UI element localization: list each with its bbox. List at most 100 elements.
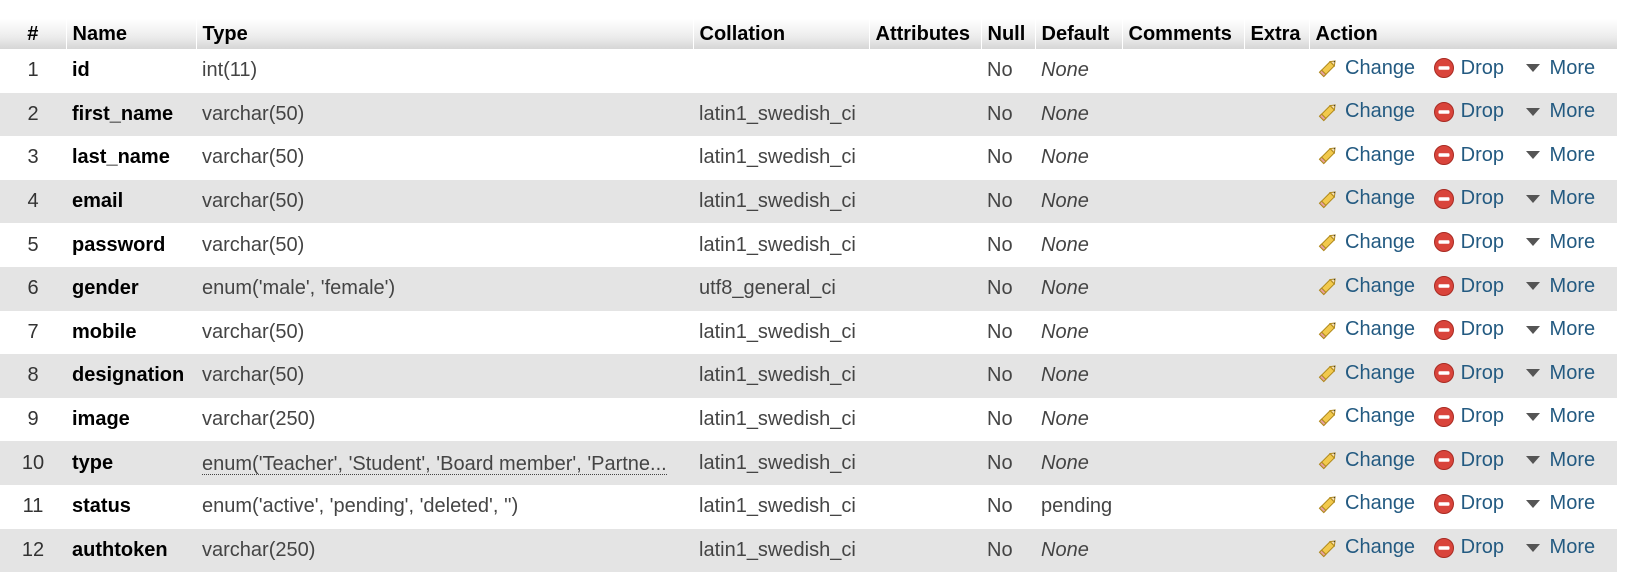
change-link[interactable]: Change [1317,275,1415,298]
change-link[interactable]: Change [1317,231,1415,254]
table-row[interactable]: 9 image varchar(250) latin1_swedish_ci N… [0,397,1617,442]
col-header-extra[interactable]: Extra [1243,19,1309,49]
row-actions: Change Drop More [1309,267,1617,311]
table-row[interactable]: 5 password varchar(50) latin1_swedish_ci… [0,223,1617,267]
row-actions: Change Drop More [1309,180,1617,224]
change-link[interactable]: Change [1317,144,1415,167]
column-null: No [987,364,1013,387]
drop-icon [1433,231,1455,253]
column-attributes [869,311,981,355]
more-link[interactable]: More [1522,449,1595,472]
table-row[interactable]: 6 gender enum('male', 'female') utf8_gen… [0,266,1617,311]
column-default: None [1041,102,1089,125]
drop-icon [1433,406,1455,428]
more-link[interactable]: More [1522,187,1595,210]
more-link[interactable]: More [1522,492,1596,515]
more-link[interactable]: More [1522,362,1595,385]
column-attributes [869,136,981,180]
column-default: None [1041,146,1089,169]
change-link[interactable]: Change [1317,187,1415,210]
change-link[interactable]: Change [1317,536,1415,559]
col-header-collation[interactable]: Collation [692,19,869,49]
column-attributes [869,441,981,485]
column-null: No [987,451,1013,474]
column-collation: latin1_swedish_ci [699,364,856,387]
column-name: email [72,190,124,213]
column-extra [1244,311,1309,355]
col-header-null[interactable]: Null [980,19,1035,49]
change-label: Change [1345,492,1416,515]
change-link[interactable]: Change [1317,449,1415,472]
table-row[interactable]: 3 last_name varchar(50) latin1_swedish_c… [0,136,1617,180]
change-link[interactable]: Change [1317,405,1415,428]
col-header-name[interactable]: Name [65,19,196,49]
table-row[interactable]: 12 authtoken varchar(250) latin1_swedish… [0,528,1617,573]
change-link[interactable]: Change [1317,318,1415,341]
dropdown-triangle-icon [1522,319,1544,341]
pencil-icon [1317,101,1339,123]
row-number: 11 [22,495,44,518]
col-header-action: Action [1308,19,1617,49]
drop-link[interactable]: Drop [1433,231,1504,254]
column-comments [1122,311,1244,355]
drop-link[interactable]: Drop [1433,275,1504,298]
drop-link[interactable]: Drop [1433,144,1504,167]
pencil-icon [1317,231,1339,253]
drop-icon [1433,57,1455,79]
more-link[interactable]: More [1522,275,1595,298]
table-row[interactable]: 8 designation varchar(50) latin1_swedish… [0,354,1617,398]
column-attributes [869,223,981,267]
more-link[interactable]: More [1522,405,1595,428]
table-row[interactable]: 10 type enum('Teacher', 'Student', 'Boar… [0,441,1617,485]
column-type: varchar(50) [202,320,305,343]
col-header-default[interactable]: Default [1034,19,1122,49]
column-null: No [987,538,1013,561]
drop-link[interactable]: Drop [1433,362,1504,385]
change-link[interactable]: Change [1317,362,1415,385]
column-null: No [987,495,1013,518]
column-type: varchar(250) [202,538,316,561]
col-header-comments[interactable]: Comments [1121,19,1244,49]
col-header-attributes[interactable]: Attributes [868,19,981,49]
table-row[interactable]: 1 id int(11) No None [0,49,1617,93]
drop-icon [1433,493,1455,515]
drop-icon [1433,275,1455,297]
more-link[interactable]: More [1522,318,1595,341]
column-type: enum('Teacher', 'Student', 'Board member… [196,441,693,485]
col-header-type[interactable]: Type [195,19,693,49]
drop-link[interactable]: Drop [1433,492,1504,515]
more-link[interactable]: More [1522,143,1596,167]
more-link[interactable]: More [1522,536,1595,559]
more-link[interactable]: More [1522,231,1595,254]
table-row[interactable]: 2 first_name varchar(50) latin1_swedish_… [0,92,1617,137]
drop-link[interactable]: Drop [1433,100,1504,123]
more-link[interactable]: More [1522,57,1595,80]
drop-label: Drop [1460,187,1504,210]
change-link[interactable]: Change [1317,100,1415,123]
table-row[interactable]: 7 mobile varchar(50) latin1_swedish_ci N… [0,310,1617,355]
truncated-type-text[interactable]: enum('Teacher', 'Student', 'Board member… [202,453,667,475]
drop-link[interactable]: Drop [1433,536,1504,559]
column-null: No [987,190,1013,213]
column-extra [1244,49,1309,93]
column-default: None [1041,538,1089,561]
drop-link[interactable]: Drop [1433,449,1504,472]
table-row[interactable]: 11 status enum('active', 'pending', 'del… [0,484,1617,529]
change-link[interactable]: Change [1317,492,1415,515]
drop-link[interactable]: Drop [1433,318,1504,341]
table-row[interactable]: 4 email varchar(50) latin1_swedish_ci No… [0,179,1617,224]
drop-link[interactable]: Drop [1433,405,1504,428]
change-link[interactable]: Change [1317,57,1415,80]
more-label: More [1549,143,1596,166]
more-link[interactable]: More [1522,100,1595,123]
column-comments [1122,441,1244,485]
column-type: enum('male', 'female') [202,277,396,300]
row-number: 2 [27,102,39,125]
table-body: 1 id int(11) No None [0,49,1617,573]
row-actions: Change Drop More [1309,485,1617,529]
column-name: id [72,59,90,82]
drop-link[interactable]: Drop [1433,57,1504,80]
more-label: More [1549,492,1596,515]
drop-link[interactable]: Drop [1433,187,1504,210]
